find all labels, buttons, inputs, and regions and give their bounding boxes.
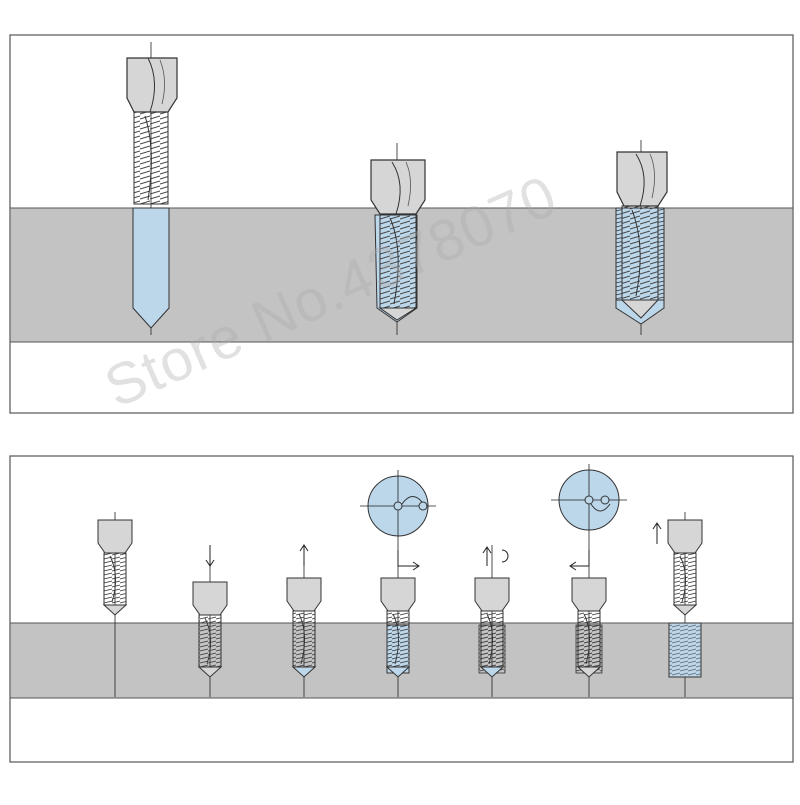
up-arrow-icon (482, 546, 492, 566)
bottom-stage-1 (97, 512, 133, 697)
up-arrow-icon (652, 522, 662, 544)
top-panel (9, 34, 794, 414)
bottom-stage-3 (286, 544, 322, 697)
top-step-1-drilling (126, 42, 178, 335)
bottom-stage-5 (474, 545, 510, 697)
bottom-stage-4 (360, 470, 436, 697)
bottom-stage-7 (652, 512, 703, 697)
bottom-panel (9, 455, 794, 763)
top-step-3-threaded (615, 140, 668, 335)
bottom-stage-6 (551, 464, 627, 697)
tool-head (571, 577, 607, 612)
tool-head (192, 581, 228, 616)
bottom-stage-2 (192, 545, 228, 697)
rotate-icon (501, 549, 509, 563)
tool-head (667, 519, 703, 554)
drilled-hole (132, 207, 170, 329)
tool-head (474, 577, 510, 612)
down-right-arrow-icon (397, 550, 420, 571)
up-arrow-icon (299, 544, 309, 566)
tool-head (97, 519, 133, 554)
left-down-arrow-icon (569, 550, 590, 571)
top-step-2-threading (370, 143, 426, 335)
tool-head (286, 577, 322, 612)
tool-head (380, 577, 416, 612)
down-arrow-icon (205, 545, 215, 567)
